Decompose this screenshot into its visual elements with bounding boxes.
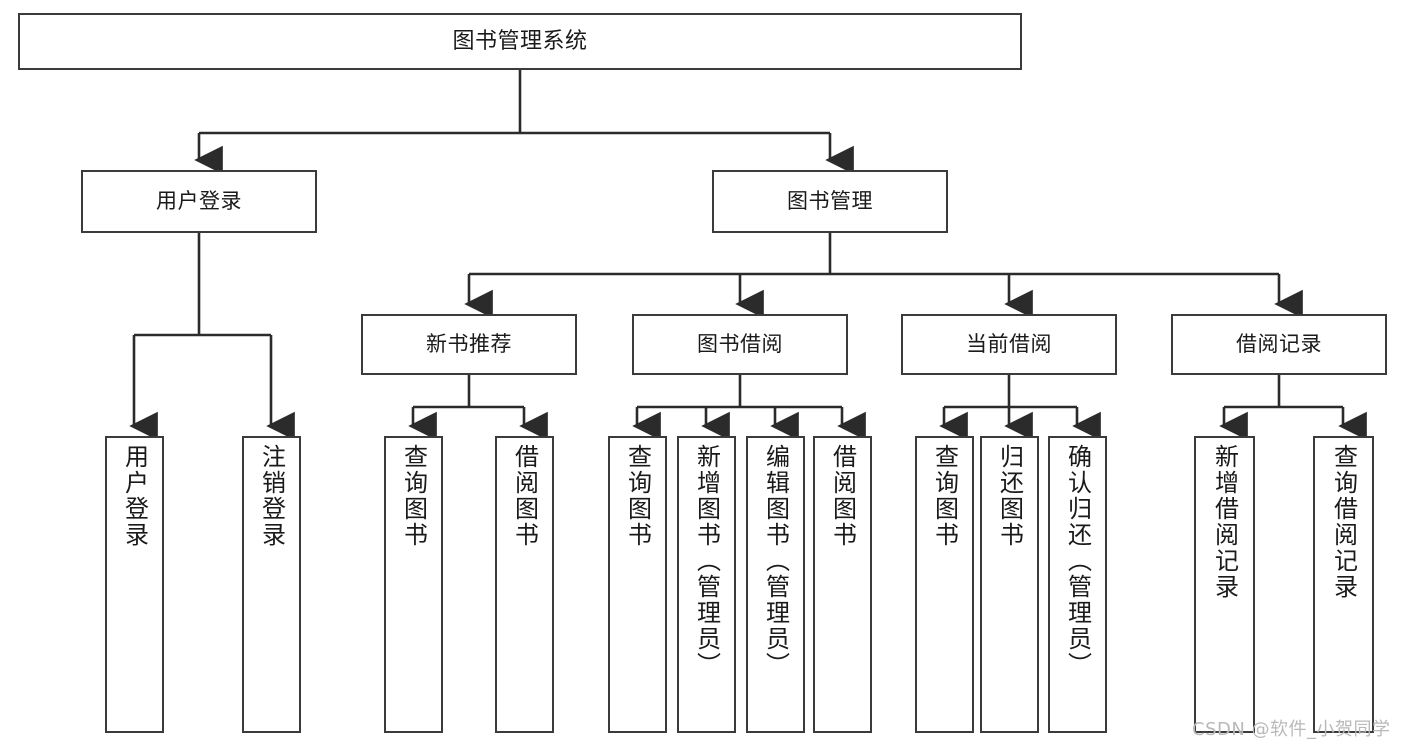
node-label: 图书借阅: [697, 332, 783, 357]
node-new-book-recommend[interactable]: 新书推荐: [361, 314, 577, 375]
node-label: 确认归还（管理员）: [1063, 444, 1092, 678]
node-user-login[interactable]: 用户登录: [81, 170, 317, 233]
node-label: 查询图书: [399, 444, 428, 548]
node-book-management[interactable]: 图书管理: [712, 170, 948, 233]
node-borrow-record[interactable]: 借阅记录: [1171, 314, 1387, 375]
node-label: 新增借阅记录: [1210, 444, 1239, 600]
leaf-query-book-recommend[interactable]: 查询图书: [384, 436, 443, 733]
node-label: 新增图书（管理员）: [692, 444, 721, 678]
leaf-user-login[interactable]: 用户登录: [105, 436, 164, 733]
leaf-borrow-book-recommend[interactable]: 借阅图书: [495, 436, 554, 733]
node-label: 新书推荐: [426, 332, 512, 357]
node-current-borrow[interactable]: 当前借阅: [901, 314, 1117, 375]
leaf-query-book-borrow[interactable]: 查询图书: [608, 436, 667, 733]
node-label: 查询图书: [623, 444, 652, 548]
node-label: 用户登录: [156, 189, 242, 214]
node-label: 借阅记录: [1236, 332, 1322, 357]
leaf-query-borrow-record[interactable]: 查询借阅记录: [1313, 436, 1374, 733]
node-label: 查询图书: [930, 444, 959, 548]
leaf-query-book-current[interactable]: 查询图书: [915, 436, 974, 733]
node-label: 当前借阅: [966, 332, 1052, 357]
leaf-add-borrow-record[interactable]: 新增借阅记录: [1194, 436, 1255, 733]
node-label: 图书管理系统: [452, 28, 588, 54]
leaf-add-book-admin[interactable]: 新增图书（管理员）: [677, 436, 736, 733]
leaf-logout[interactable]: 注销登录: [242, 436, 301, 733]
node-root-book-management-system[interactable]: 图书管理系统: [18, 13, 1022, 70]
node-label: 借阅图书: [828, 444, 857, 548]
leaf-return-book[interactable]: 归还图书: [980, 436, 1039, 733]
node-label: 归还图书: [995, 444, 1024, 548]
node-label: 注销登录: [257, 444, 286, 548]
node-label: 查询借阅记录: [1329, 444, 1358, 600]
node-label: 编辑图书（管理员）: [761, 444, 790, 678]
watermark: CSDN @软件_小贺同学: [1192, 719, 1391, 740]
node-label: 借阅图书: [510, 444, 539, 548]
leaf-edit-book-admin[interactable]: 编辑图书（管理员）: [746, 436, 805, 733]
node-label: 用户登录: [120, 444, 149, 548]
leaf-confirm-return-admin[interactable]: 确认归还（管理员）: [1048, 436, 1107, 733]
node-book-borrow[interactable]: 图书借阅: [632, 314, 848, 375]
node-label: 图书管理: [787, 189, 873, 214]
leaf-borrow-book[interactable]: 借阅图书: [813, 436, 872, 733]
